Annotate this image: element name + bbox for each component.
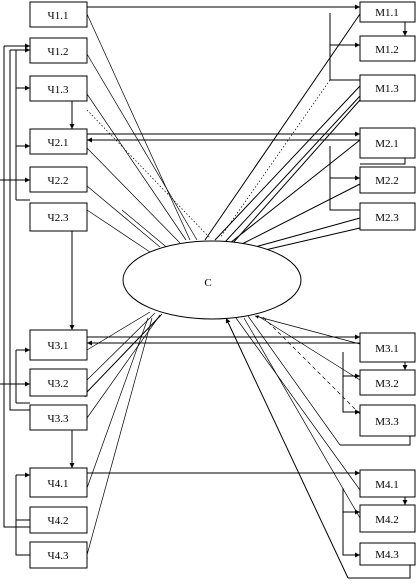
node-label: М3.1 (375, 343, 399, 355)
node-m1_2: М1.2 (359, 35, 416, 62)
node-label: Ч3.3 (48, 413, 69, 425)
node-m2_2: М2.2 (359, 166, 416, 194)
node-label: Ч3.1 (48, 340, 69, 352)
node-label: Ч2.1 (48, 137, 69, 149)
node-label: М2.1 (375, 138, 399, 150)
node-ch2_2: Ч2.2 (29, 166, 88, 193)
node-label: М3.3 (375, 416, 399, 428)
node-label: М1.3 (375, 83, 399, 95)
node-m1_1: М1.1 (359, 1, 416, 23)
center-node-label: С (204, 277, 211, 289)
node-m4_1: М4.1 (359, 469, 416, 498)
left-bus-mid (9, 50, 30, 411)
node-label: Ч3.2 (48, 378, 69, 390)
node-m2_3: М2.3 (359, 202, 416, 231)
node-label: М4.2 (375, 514, 399, 526)
node-ch2_1: Ч2.1 (29, 128, 88, 155)
node-ch4_2: Ч4.2 (29, 506, 88, 534)
node-label: М2.3 (375, 212, 399, 224)
node-label: Ч2.2 (48, 175, 69, 187)
node-ch4_1: Ч4.1 (29, 467, 88, 498)
node-label: М4.3 (375, 549, 399, 561)
node-ch3_3: Ч3.3 (29, 404, 88, 431)
node-ch1_2: Ч1.2 (29, 37, 88, 64)
node-label: Ч1.2 (48, 46, 69, 58)
node-m4_3: М4.3 (359, 542, 416, 566)
left-nodes: Ч1.1 Ч1.2 Ч1.3 Ч2.1 Ч2.2 Ч2.3 Ч3.1 Ч3.2 … (29, 1, 88, 569)
left-bus-outer (3, 46, 30, 528)
node-m3_2: М3.2 (359, 369, 416, 396)
node-ch3_2: Ч3.2 (29, 368, 88, 397)
node-m2_1: М2.1 (359, 127, 416, 159)
node-m4_2: М4.2 (359, 504, 416, 533)
node-label: Ч4.2 (48, 515, 69, 527)
node-label: Ч1.1 (48, 10, 69, 22)
node-m3_3: М3.3 (359, 404, 416, 437)
node-label: М3.2 (375, 378, 399, 390)
node-ch4_3: Ч4.3 (29, 541, 88, 569)
node-ch3_1: Ч3.1 (29, 329, 88, 361)
left-bus-g4 (15, 475, 30, 556)
node-m1_3: М1.3 (359, 74, 416, 102)
connectors (0, 4, 411, 579)
node-label: Ч4.3 (48, 550, 69, 562)
node-label: М4.1 (375, 479, 399, 491)
node-ch2_3: Ч2.3 (29, 202, 88, 232)
node-label: М1.1 (375, 7, 399, 19)
node-label: М2.2 (375, 175, 399, 187)
node-label: М1.2 (375, 44, 399, 56)
node-label: Ч1.3 (48, 84, 69, 96)
node-m3_1: М3.1 (359, 332, 416, 363)
node-ch1_3: Ч1.3 (29, 75, 88, 102)
center-node: С (122, 240, 302, 320)
node-ch1_1: Ч1.1 (29, 1, 88, 28)
right-nodes: М1.1 М1.2 М1.3 М2.1 М2.2 М2.3 М3.1 М3.2 … (359, 1, 416, 566)
node-label: Ч2.3 (48, 212, 69, 224)
node-label: Ч4.1 (48, 478, 69, 490)
